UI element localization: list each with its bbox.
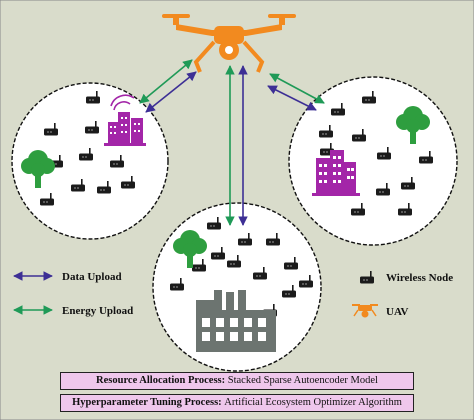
data-upload-legend-label: Data Upload [62, 271, 122, 283]
resource-allocation-value: Stacked Sparse Autoencoder Model [227, 375, 378, 386]
city-buildings-icon [312, 150, 360, 196]
resource-allocation-label: Resource Allocation Process: [96, 375, 228, 386]
energy-upload-arrows [139, 59, 325, 226]
hyperparameter-tuning-label: Hyperparameter Tuning Process: [72, 397, 225, 408]
legend: Data Upload Energy Upload Wireless Node … [13, 271, 453, 318]
energy-upload-legend-label: Energy Upload [62, 305, 133, 317]
uav-drone-icon [162, 14, 296, 73]
resource-allocation-box: Resource Allocation Process: Stacked Spa… [60, 372, 414, 390]
smart-city-icon [104, 94, 146, 146]
uav-legend-label: UAV [386, 306, 408, 318]
hyperparameter-tuning-value: Artificial Ecosystem Optimizer Algorithm [224, 397, 402, 408]
uav-legend-icon [352, 304, 378, 318]
hyperparameter-tuning-box: Hyperparameter Tuning Process: Artificia… [60, 394, 414, 412]
factory-icon [196, 290, 276, 352]
wireless-node-legend-label: Wireless Node [386, 272, 453, 284]
